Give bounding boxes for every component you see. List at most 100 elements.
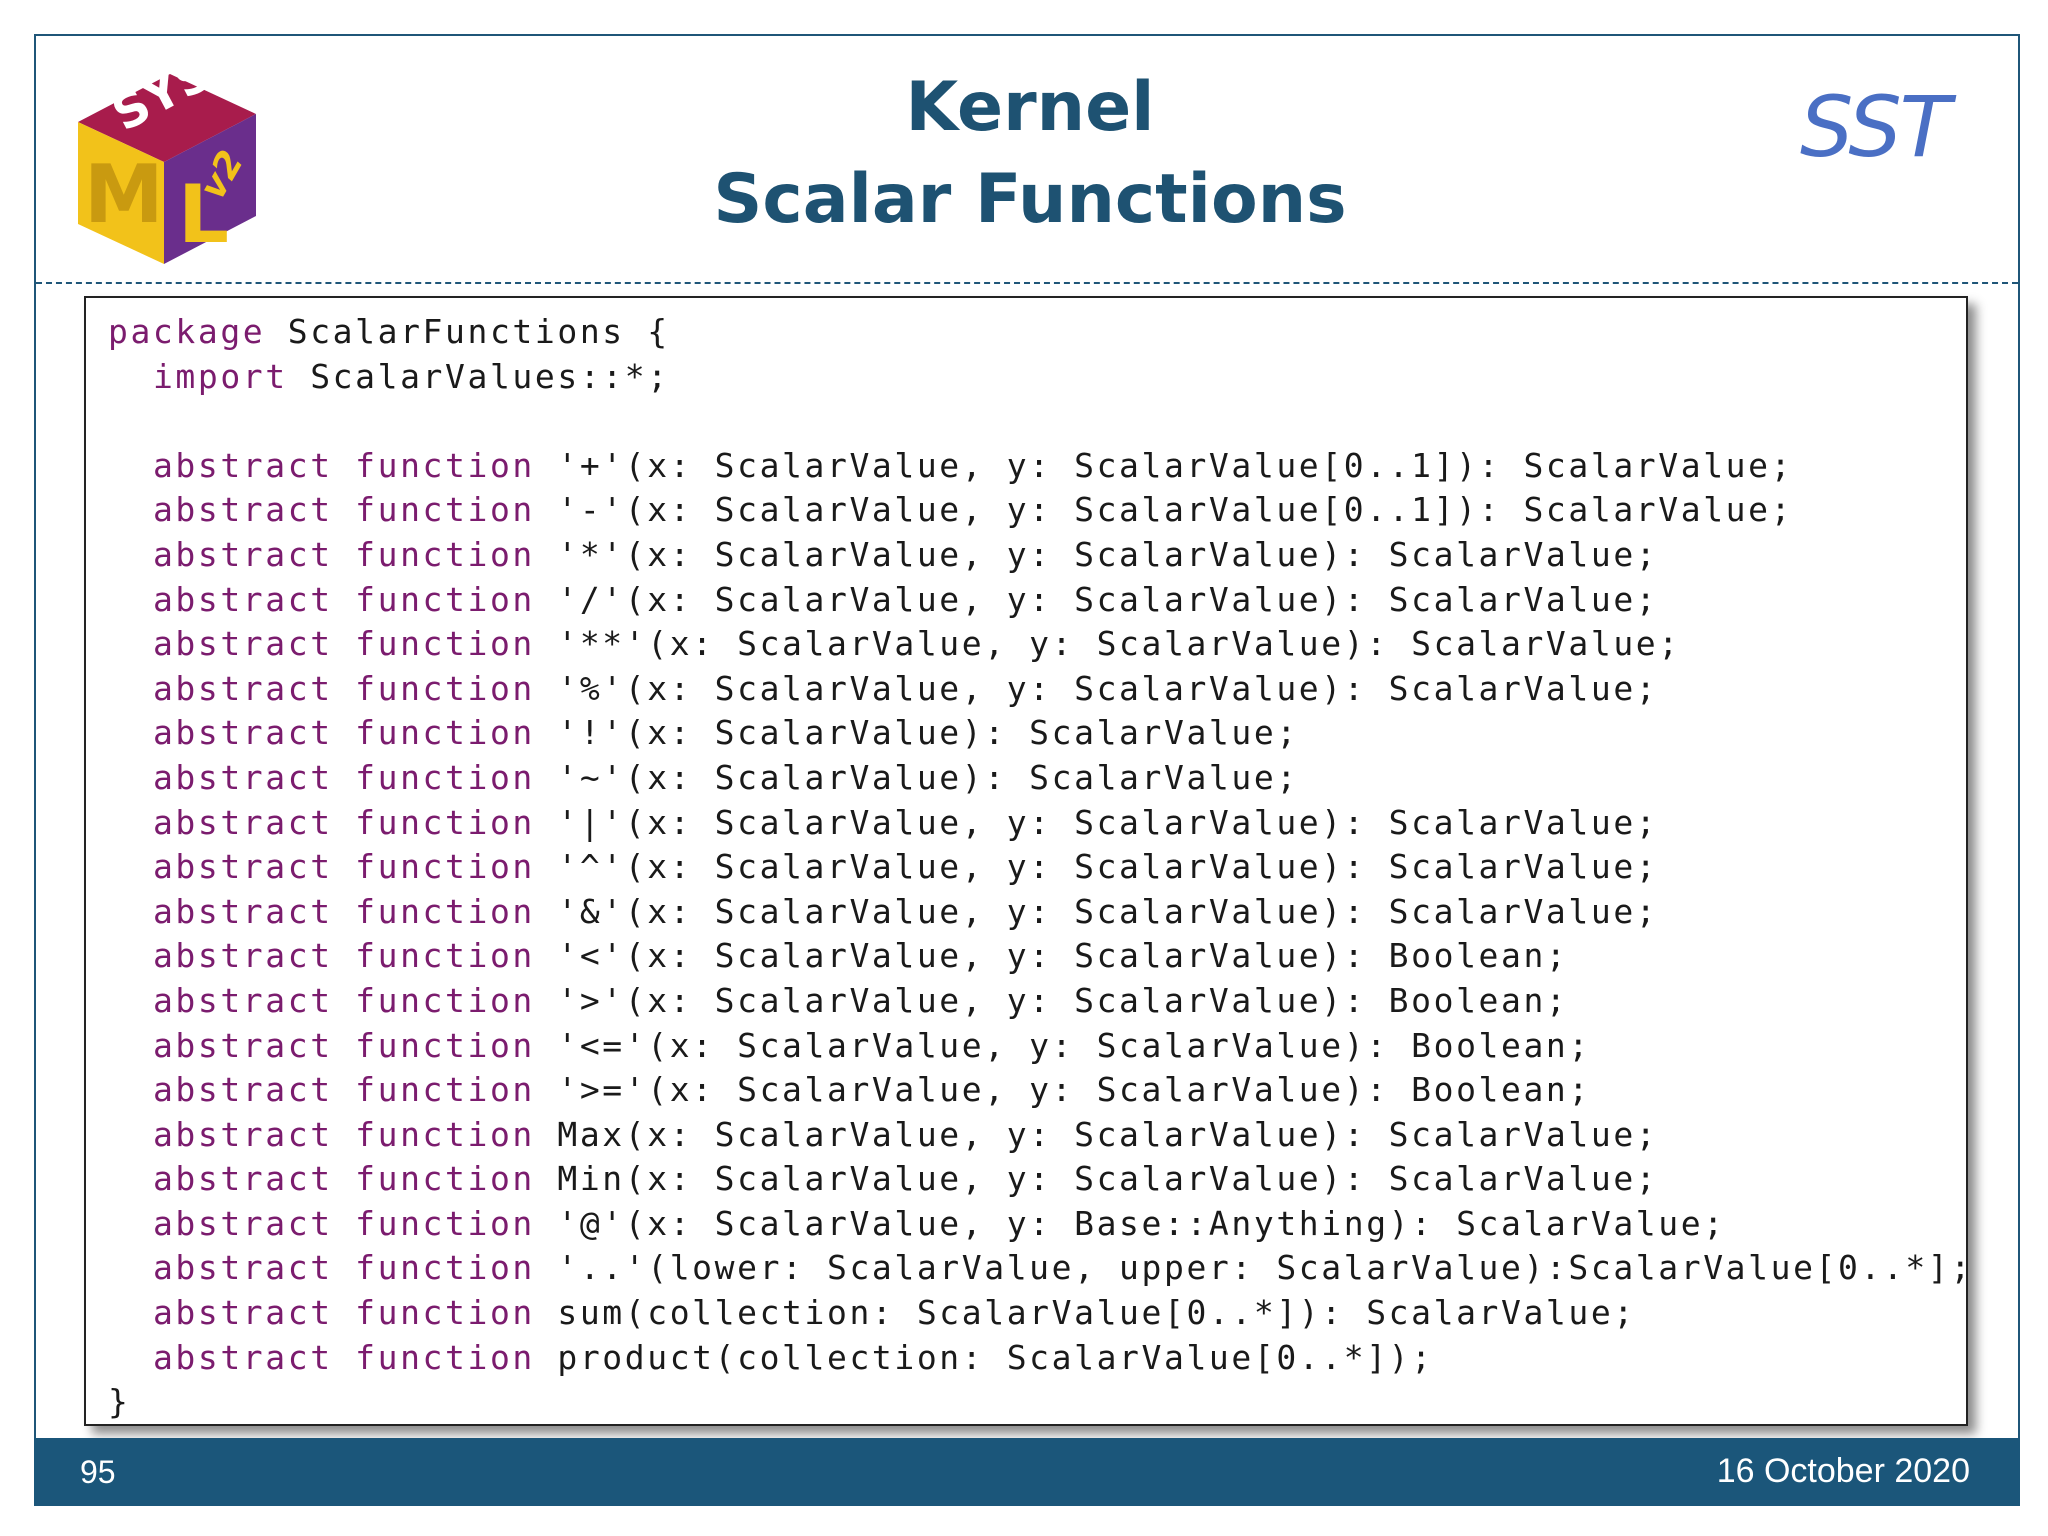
code-keyword: package [108, 312, 266, 351]
code-text [108, 535, 153, 574]
code-line: import ScalarValues::*; [108, 355, 1966, 400]
code-line: } [108, 1380, 1966, 1424]
code-text: ScalarValues::*; [287, 356, 670, 396]
code-text [108, 892, 153, 931]
code-keyword: abstract function [152, 1159, 535, 1199]
title-line-2: Scalar Functions [713, 160, 1347, 239]
code-keyword: abstract function [152, 1070, 535, 1110]
code-keyword: abstract function [152, 1025, 535, 1065]
code-text [108, 624, 153, 663]
code-line: abstract function '<'(x: ScalarValue, y:… [108, 934, 1966, 979]
code-keyword: abstract function [152, 713, 535, 753]
sst-badge: SST [1800, 78, 1951, 176]
code-text [108, 1338, 153, 1377]
code-block: package ScalarFunctions { import ScalarV… [84, 296, 1968, 1426]
code-text [108, 1026, 153, 1065]
code-keyword: abstract function [152, 579, 535, 619]
code-line: abstract function '~'(x: ScalarValue): S… [108, 756, 1966, 801]
code-text [108, 1070, 153, 1109]
code-line: abstract function Min(x: ScalarValue, y:… [108, 1157, 1966, 1202]
footer-date: 16 October 2020 [1716, 1452, 1970, 1490]
code-line: abstract function '|'(x: ScalarValue, y:… [108, 801, 1966, 846]
code-line: abstract function Max(x: ScalarValue, y:… [108, 1113, 1966, 1158]
code-keyword: abstract function [152, 1337, 535, 1377]
code-text: '|'(x: ScalarValue, y: ScalarValue): Sca… [534, 802, 1659, 842]
logo-l-text: L [178, 168, 229, 261]
code-keyword: abstract function [152, 802, 535, 842]
code-line: abstract function '..'(lower: ScalarValu… [108, 1246, 1968, 1291]
code-text: } [108, 1382, 131, 1422]
code-line: abstract function '@'(x: ScalarValue, y:… [108, 1202, 1966, 1247]
code-text: '<'(x: ScalarValue, y: ScalarValue): Boo… [534, 936, 1569, 976]
code-text: product(collection: ScalarValue[0..*]); [534, 1337, 1434, 1377]
code-keyword: abstract function [152, 847, 535, 887]
code-text [108, 713, 153, 752]
code-keyword: import [152, 356, 288, 396]
code-line: abstract function '>'(x: ScalarValue, y:… [108, 979, 1966, 1024]
code-keyword: abstract function [152, 624, 535, 664]
code-text [108, 936, 153, 975]
title-line-1: Kernel [905, 68, 1155, 147]
code-keyword: abstract function [152, 1293, 535, 1333]
code-line: package ScalarFunctions { [108, 310, 1966, 355]
code-text: '>='(x: ScalarValue, y: ScalarValue): Bo… [534, 1070, 1591, 1110]
code-text [108, 1159, 153, 1198]
code-line: abstract function '&'(x: ScalarValue, y:… [108, 890, 1966, 935]
logo-cube-left [78, 122, 164, 264]
page-title: Kernel Scalar Functions [560, 62, 1500, 246]
code-text [108, 446, 153, 485]
code-text [108, 580, 153, 619]
code-text [108, 758, 153, 797]
code-text: '-'(x: ScalarValue, y: ScalarValue[0..1]… [534, 490, 1794, 530]
code-keyword: abstract function [152, 757, 535, 797]
logo-cube-top [78, 74, 256, 162]
slide-header [36, 36, 2018, 284]
code-text [108, 1293, 153, 1332]
code-text: '^'(x: ScalarValue, y: ScalarValue): Sca… [534, 847, 1659, 887]
page-number: 95 [80, 1454, 116, 1490]
code-text: '&'(x: ScalarValue, y: ScalarValue): Sca… [534, 891, 1659, 931]
code-text [108, 803, 153, 842]
code-keyword: abstract function [152, 534, 535, 574]
code-line: abstract function product(collection: Sc… [108, 1336, 1966, 1381]
code-text: sum(collection: ScalarValue[0..*]): Scal… [534, 1293, 1636, 1333]
code-line: abstract function '%'(x: ScalarValue, y:… [108, 667, 1966, 712]
code-keyword: abstract function [152, 1203, 535, 1243]
code-line: abstract function '<='(x: ScalarValue, y… [108, 1024, 1966, 1069]
code-line [108, 399, 1966, 444]
code-text [108, 1248, 153, 1287]
code-text: '>'(x: ScalarValue, y: ScalarValue): Boo… [534, 980, 1569, 1020]
code-line: abstract function '**'(x: ScalarValue, y… [108, 622, 1966, 667]
logo-m-text: M [84, 148, 164, 241]
code-listing: package ScalarFunctions { import ScalarV… [108, 310, 1968, 1424]
code-text: ScalarFunctions { [265, 312, 670, 351]
footer-bar: 95 16 October 2020 [34, 1438, 2020, 1506]
code-keyword: abstract function [152, 490, 535, 530]
code-text: '..'(lower: ScalarValue, upper: ScalarVa… [534, 1248, 1968, 1288]
code-text [108, 357, 153, 396]
code-text [108, 490, 153, 529]
code-text: '@'(x: ScalarValue, y: Base::Anything): … [534, 1203, 1726, 1243]
code-keyword: abstract function [152, 1248, 535, 1288]
code-text: '~'(x: ScalarValue): ScalarValue; [534, 757, 1299, 797]
code-text: Min(x: ScalarValue, y: ScalarValue): Sca… [534, 1159, 1659, 1199]
code-text [108, 981, 153, 1020]
code-line: abstract function '!'(x: ScalarValue): S… [108, 711, 1966, 756]
code-text: '<='(x: ScalarValue, y: ScalarValue): Bo… [534, 1025, 1591, 1065]
code-line: abstract function '^'(x: ScalarValue, y:… [108, 845, 1966, 890]
code-line: abstract function '+'(x: ScalarValue, y:… [108, 444, 1966, 489]
code-text [108, 1115, 153, 1154]
code-line: abstract function '*'(x: ScalarValue, y:… [108, 533, 1966, 578]
code-keyword: abstract function [152, 1114, 535, 1154]
code-text: '!'(x: ScalarValue): ScalarValue; [534, 713, 1299, 753]
code-keyword: abstract function [152, 936, 535, 976]
code-line: abstract function '-'(x: ScalarValue, y:… [108, 488, 1966, 533]
code-keyword: abstract function [152, 891, 535, 931]
code-text: '*'(x: ScalarValue, y: ScalarValue): Sca… [534, 534, 1659, 574]
code-keyword: abstract function [152, 980, 535, 1020]
code-text [108, 1204, 153, 1243]
code-text [108, 847, 153, 886]
code-keyword: abstract function [152, 445, 535, 485]
code-text: '+'(x: ScalarValue, y: ScalarValue[0..1]… [534, 445, 1794, 485]
